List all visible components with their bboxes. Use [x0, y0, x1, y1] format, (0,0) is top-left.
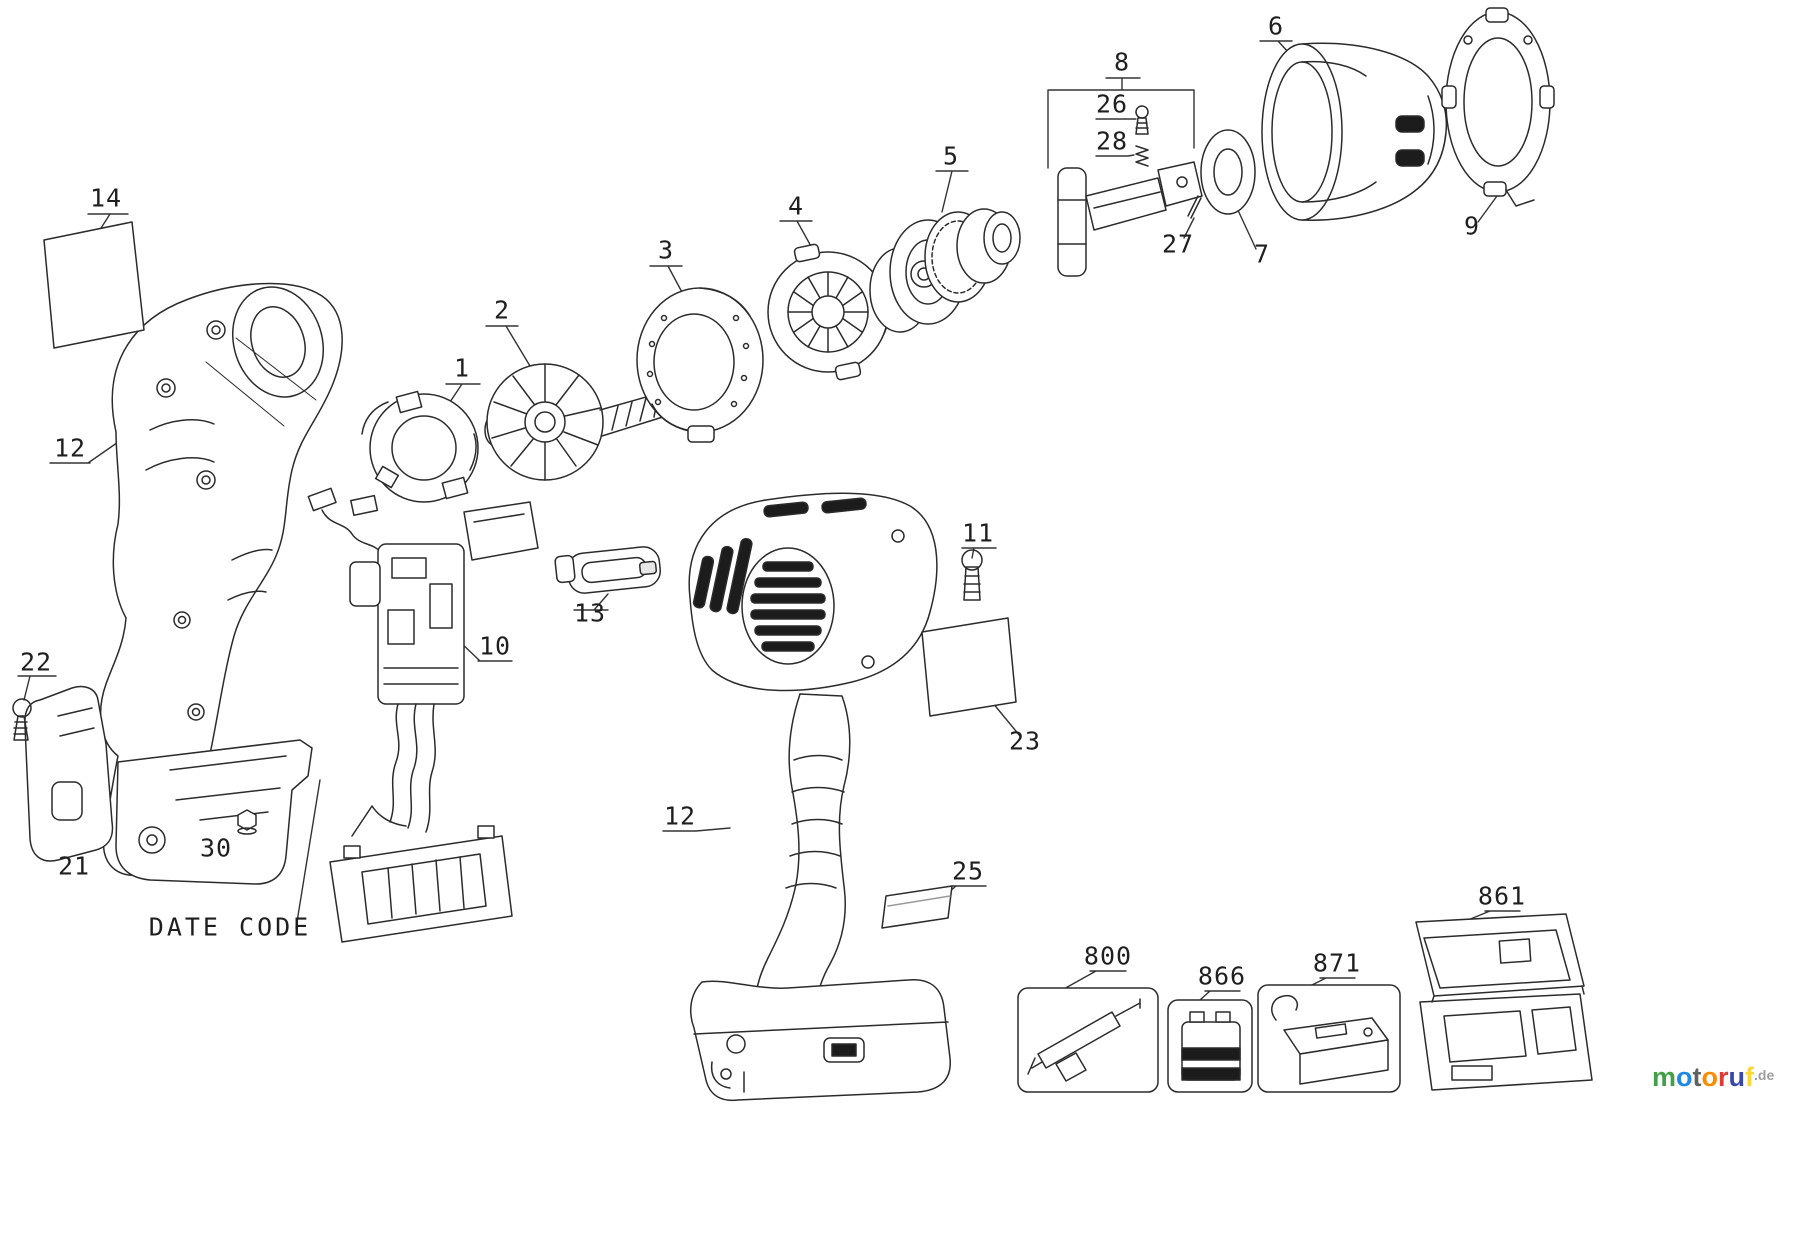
accessory-861-kitbox: [1415, 913, 1593, 1091]
part-washer: [1200, 129, 1256, 215]
part-screw-26: [1135, 105, 1149, 135]
callout-7: 7: [1253, 239, 1271, 269]
callout-4: 4: [787, 191, 805, 221]
callout-6: 6: [1267, 11, 1285, 41]
part-screw-22: [12, 698, 32, 741]
part-brush-holder: [307, 390, 479, 555]
callout-12-right: 12: [663, 801, 697, 831]
part-spring-28: [1135, 145, 1149, 167]
watermark-logo: motoruf.de: [1652, 1062, 1775, 1092]
callout-22: 22: [19, 647, 53, 677]
callout-25: 25: [951, 856, 985, 886]
part-retaining-ring: [1441, 7, 1555, 207]
accessory-871-box: [1257, 984, 1401, 1093]
callout-5: 5: [942, 141, 960, 171]
part-rotor-armature: [484, 363, 677, 481]
callout-871: 871: [1312, 948, 1362, 978]
callout-26: 26: [1095, 89, 1129, 119]
part-label-sticker-23: [921, 617, 1017, 717]
callout-800: 800: [1083, 941, 1133, 971]
part-gear-assembly: [869, 208, 1021, 333]
accessory-800-box: [1017, 987, 1159, 1093]
callout-27: 27: [1161, 229, 1195, 259]
part-hammer-case: [1261, 42, 1448, 221]
callout-866: 866: [1197, 961, 1247, 991]
callout-28: 28: [1095, 126, 1129, 156]
callout-13: 13: [573, 598, 607, 628]
part-label-sticker-14: [43, 221, 145, 349]
part-belt-hook: [24, 685, 114, 862]
part-label-25: [881, 885, 953, 929]
part-pin-27: [1187, 195, 1202, 219]
callout-30: 30: [199, 833, 233, 863]
leader-lines: [17, 40, 1521, 1001]
callout-8: 8: [1113, 47, 1131, 77]
callout-12-left: 12: [53, 433, 87, 463]
accessory-866-box: [1167, 999, 1253, 1093]
callout-9: 9: [1463, 211, 1481, 241]
callout-10: 10: [478, 631, 512, 661]
part-anvil: [1057, 161, 1203, 277]
part-belt-clip: [554, 546, 662, 594]
callout-1: 1: [453, 353, 471, 383]
part-screw-11: [961, 549, 983, 601]
callout-21: 21: [57, 851, 91, 881]
part-housing-left-half: [99, 282, 343, 885]
callout-861: 861: [1477, 881, 1527, 911]
part-stator-ring: [636, 287, 764, 443]
callout-11: 11: [961, 518, 995, 548]
date-code-label: DATE CODE: [148, 912, 312, 942]
callout-23: 23: [1008, 726, 1042, 756]
part-nut-30: [237, 809, 257, 835]
part-housing-assembled: [688, 492, 951, 1102]
part-switch-module: [329, 501, 539, 943]
callout-14: 14: [89, 183, 123, 213]
callout-2: 2: [493, 295, 511, 325]
part-end-cap: [767, 243, 890, 381]
callout-3: 3: [657, 235, 675, 265]
